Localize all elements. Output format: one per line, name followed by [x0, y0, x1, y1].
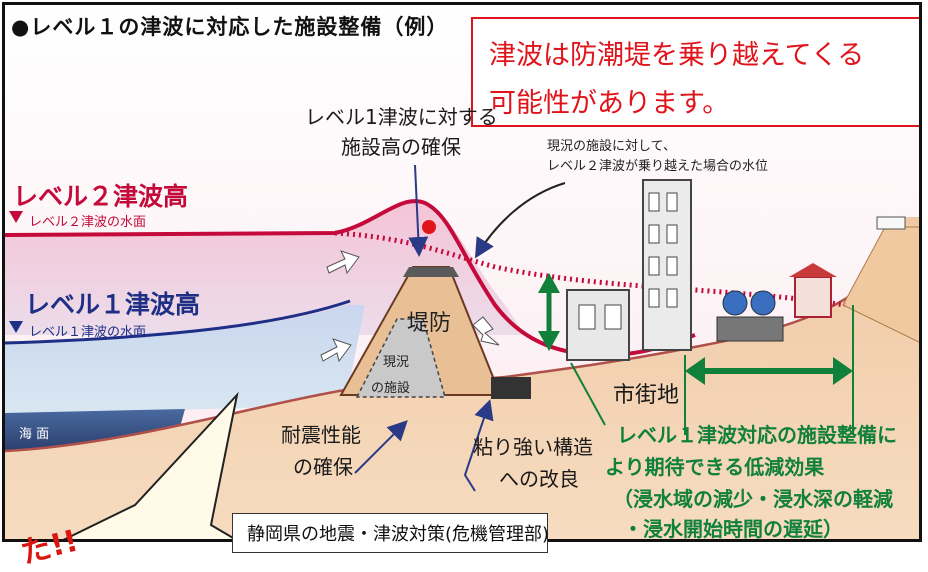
height-secure-label-1: レベル1津波に対する: [305, 105, 498, 129]
overflow-dotted-line: [334, 230, 846, 308]
existing-facility-label-1: 現況: [383, 355, 410, 370]
effect-label-2: より期待できる低減効果: [605, 455, 825, 479]
buildings: [566, 179, 906, 361]
overflow-note-1: 現況の施設に対して、: [547, 139, 676, 154]
level2-surface-label: レベル２津波の水面: [29, 215, 147, 230]
ground: [5, 217, 919, 539]
burst-shape: [63, 391, 239, 539]
callout-line-2: 可能性があります。: [489, 88, 730, 119]
seismic-label-1: 耐震性能: [281, 423, 361, 447]
height-secure-label-2: 施設高の確保: [341, 135, 461, 159]
source-caption: 静岡県の地震・津波対策(危機管理部): [232, 513, 549, 553]
level1-surface-label: レベル１津波の水面: [29, 325, 147, 340]
existing-facility-label-2: の施設: [371, 381, 411, 396]
seismic-label-2: の確保: [293, 455, 353, 479]
level2-height-label: レベル２津波高: [13, 182, 189, 211]
level1-water-line: [5, 299, 351, 345]
effect-label-1: レベル１津波対応の施設整備に: [617, 423, 897, 447]
warning-callout: 津波は防潮堤を乗り越えてくる 可能性があります。: [471, 17, 919, 127]
ground-surface-line: [5, 216, 907, 453]
town-label: 市街地: [613, 383, 680, 408]
effect-label-3: （浸水域の減少・浸水深の軽減: [613, 487, 893, 511]
right-hill: [842, 226, 919, 343]
red-marker: [422, 220, 436, 234]
tenacious-label-1: 粘り強い構造: [473, 435, 593, 459]
overflow-note-2: レベル２津波が乗り越えた場合の水位: [547, 159, 769, 174]
embankment-label: 堤防: [407, 311, 452, 336]
toe-block: [491, 377, 531, 399]
level1-water-band: [5, 305, 365, 415]
existing-facility: [355, 318, 446, 398]
embankment-crest: [403, 267, 459, 277]
page-title: ●レベル１の津波に対応した施設整備（例）: [11, 15, 449, 39]
callout-line-1: 津波は防潮堤を乗り越えてくる: [489, 40, 865, 71]
sea-surface-label: 海 面: [19, 427, 50, 442]
tenacious-label-2: への改良: [499, 467, 579, 491]
level1-height-label: レベル１津波高: [25, 290, 201, 319]
effect-label-4: ・浸水開始時間の遅延）: [623, 517, 843, 541]
diagram-frame: ●レベル１の津波に対応した施設整備（例） 津波は防潮堤を乗り越えてくる 可能性が…: [2, 2, 922, 542]
